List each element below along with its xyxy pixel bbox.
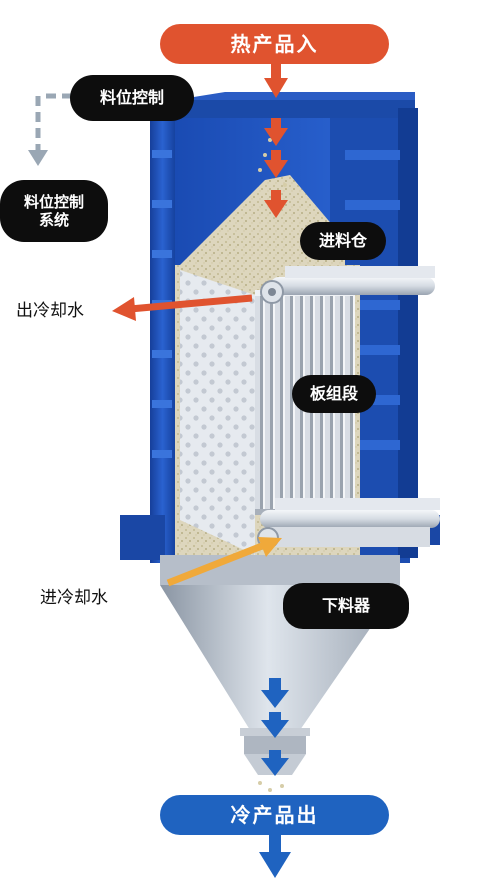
product-in-arrows [264, 60, 288, 218]
product-out-text: 冷产品出 [230, 803, 319, 827]
product-out-label: 冷产品出 [160, 795, 389, 835]
level-control-text: 料位控制 [99, 88, 164, 108]
discharger-label: 下料器 [283, 583, 409, 629]
feed-bin-text: 进料仓 [318, 231, 367, 251]
cooling-water-out-label: 出冷却水 [16, 296, 84, 321]
level-control-signal [28, 93, 72, 166]
lower-header-pipe [257, 498, 440, 549]
product-in-label: 热产品入 [160, 24, 389, 64]
cooling-water-in-label: 进冷却水 [40, 583, 108, 608]
upper-header-pipe [260, 266, 435, 304]
level-control-system-label: 料位控制 系统 [0, 180, 108, 242]
right-arrow-icon [166, 537, 282, 587]
discharger-text: 下料器 [321, 596, 370, 616]
level-control-label: 料位控制 [70, 75, 194, 121]
product-in-text: 热产品入 [230, 32, 319, 56]
plate-section-label: 板组段 [292, 375, 376, 413]
plate-section-text: 板组段 [309, 384, 358, 404]
feed-bin-label: 进料仓 [300, 222, 386, 260]
level-control-system-text: 料位控制 系统 [23, 193, 84, 229]
product-out-arrows [259, 678, 291, 878]
cooling-water-out-text: 出冷却水 [16, 301, 84, 321]
cooling-water-in-text: 进冷却水 [40, 588, 108, 608]
left-arrow-icon [112, 294, 253, 321]
